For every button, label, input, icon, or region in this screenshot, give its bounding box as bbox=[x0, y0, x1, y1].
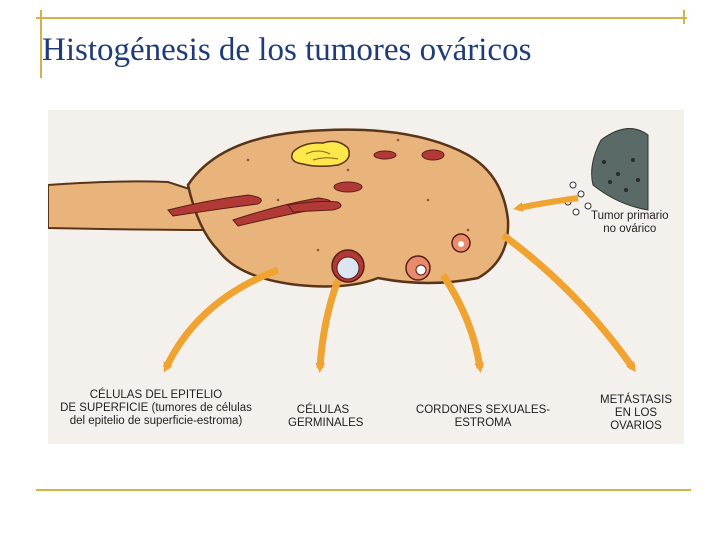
arrow-to-sex-cords bbox=[443, 275, 480, 368]
label-primary-tumor: Tumor primario no ovárico bbox=[591, 210, 669, 236]
tumor-cell bbox=[570, 182, 576, 188]
label-epithelial-cells: CÉLULAS DEL EPITELIO DE SUPERFICIE (tumo… bbox=[56, 389, 256, 428]
arrow-to-epithelial bbox=[166, 270, 278, 368]
oocyte bbox=[416, 265, 426, 275]
label-sex-cords-stroma: CORDONES SEXUALES- ESTROMA bbox=[408, 404, 558, 430]
arrow-to-metastasis bbox=[503, 235, 633, 368]
top-rule bbox=[36, 17, 687, 19]
primary-tumor-mass bbox=[592, 129, 648, 210]
label-germinal-cells: CÉLULAS GERMINALES bbox=[288, 404, 358, 430]
ovarian-tumor-histogenesis-figure: Tumor primario no ovárico CÉLULAS DEL EP… bbox=[48, 110, 684, 444]
blood-vessel bbox=[334, 182, 362, 192]
ovary-stipple bbox=[247, 159, 250, 162]
oocyte-cavity bbox=[337, 257, 359, 279]
bottom-rule bbox=[36, 489, 691, 491]
top-rule-right-tick bbox=[683, 10, 685, 24]
arrow-to-germinal bbox=[320, 280, 338, 368]
blood-vessel bbox=[422, 150, 444, 160]
blood-vessel bbox=[374, 151, 396, 159]
label-metastasis: METÁSTASIS EN LOS OVARIOS bbox=[596, 394, 676, 433]
slide-title: Histogénesis de los tumores ováricos bbox=[42, 32, 531, 69]
